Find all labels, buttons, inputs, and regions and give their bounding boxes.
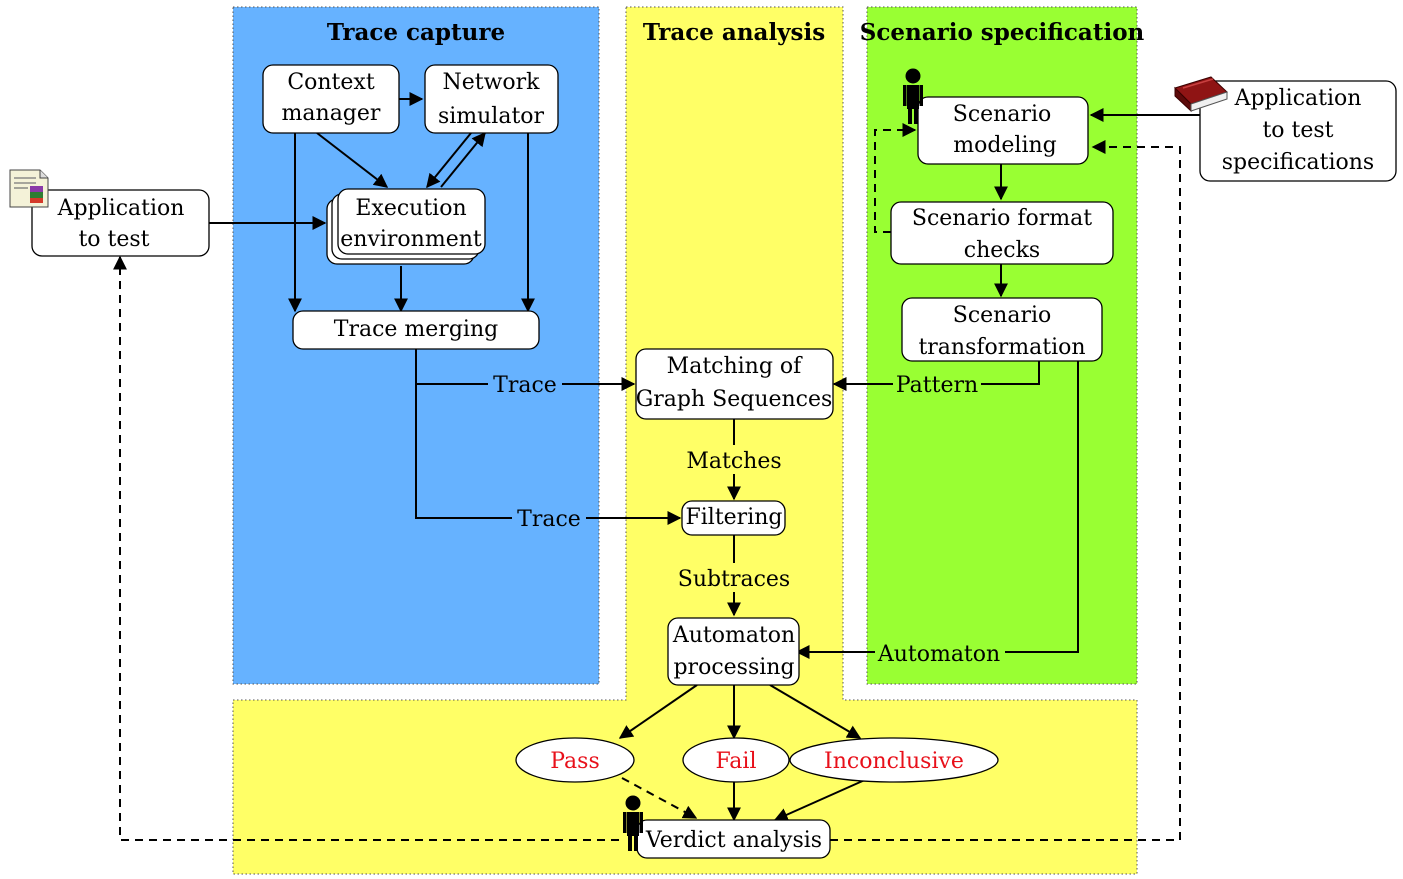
edge-label-automaton: Automaton <box>877 642 1000 667</box>
edge-checks-to-modeling <box>874 123 917 233</box>
edges <box>209 92 1200 822</box>
person-icon <box>623 795 643 851</box>
edge-pass-to-verdict <box>621 777 698 819</box>
svg-text:Verdict analysis: Verdict analysis <box>645 828 822 853</box>
edge-automaton-to-pass <box>618 684 698 739</box>
verdict-inconclusive[interactable]: Inconclusive <box>789 737 999 783</box>
zone-trace-analysis: Trace analysis <box>232 6 1138 875</box>
node-filtering[interactable]: Filtering <box>681 500 786 536</box>
svg-text:Pass: Pass <box>550 749 600 774</box>
edge-label-pattern: Pattern <box>896 373 978 398</box>
book-icon <box>1174 76 1228 113</box>
edge-label-trace-2: Trace <box>517 507 581 532</box>
svg-text:Inconclusive: Inconclusive <box>824 749 964 774</box>
verdict-fail[interactable]: Fail <box>682 737 790 783</box>
edge-automaton-to-inconclusive <box>769 684 862 739</box>
edge-execution-to-network <box>440 131 486 188</box>
zone-title-trace-analysis: Trace analysis <box>643 19 825 46</box>
document-icon <box>9 169 49 208</box>
edge-label-trace-1: Trace <box>493 373 557 398</box>
svg-text:Fail: Fail <box>716 749 757 774</box>
edge-label-subtraces: Subtraces <box>678 567 790 592</box>
node-trace-merging[interactable]: Trace merging <box>292 310 540 350</box>
svg-text:Filtering: Filtering <box>685 505 782 530</box>
node-verdict-analysis[interactable]: Verdict analysis <box>636 819 831 859</box>
verdict-pass[interactable]: Pass <box>515 737 635 783</box>
edge-verdict-to-modeling <box>830 140 1181 841</box>
edge-transformation-automaton <box>1005 361 1079 653</box>
edge-network-to-execution <box>426 132 472 189</box>
feedback-edges <box>113 123 1181 841</box>
svg-text:Trace merging: Trace merging <box>334 317 498 342</box>
edge-merging-trace2 <box>415 384 512 519</box>
person-icon <box>903 68 923 124</box>
edge-transformation-pattern <box>981 361 1040 385</box>
edge-context-to-execution <box>316 132 389 188</box>
edge-label-matches: Matches <box>686 449 781 474</box>
zone-title-trace-capture: Trace capture <box>327 19 505 46</box>
zone-title-scenario-specification: Scenario specification <box>860 19 1145 46</box>
edge-inconclusive-to-verdict <box>773 778 868 822</box>
edge-verdict-to-app <box>113 255 619 841</box>
